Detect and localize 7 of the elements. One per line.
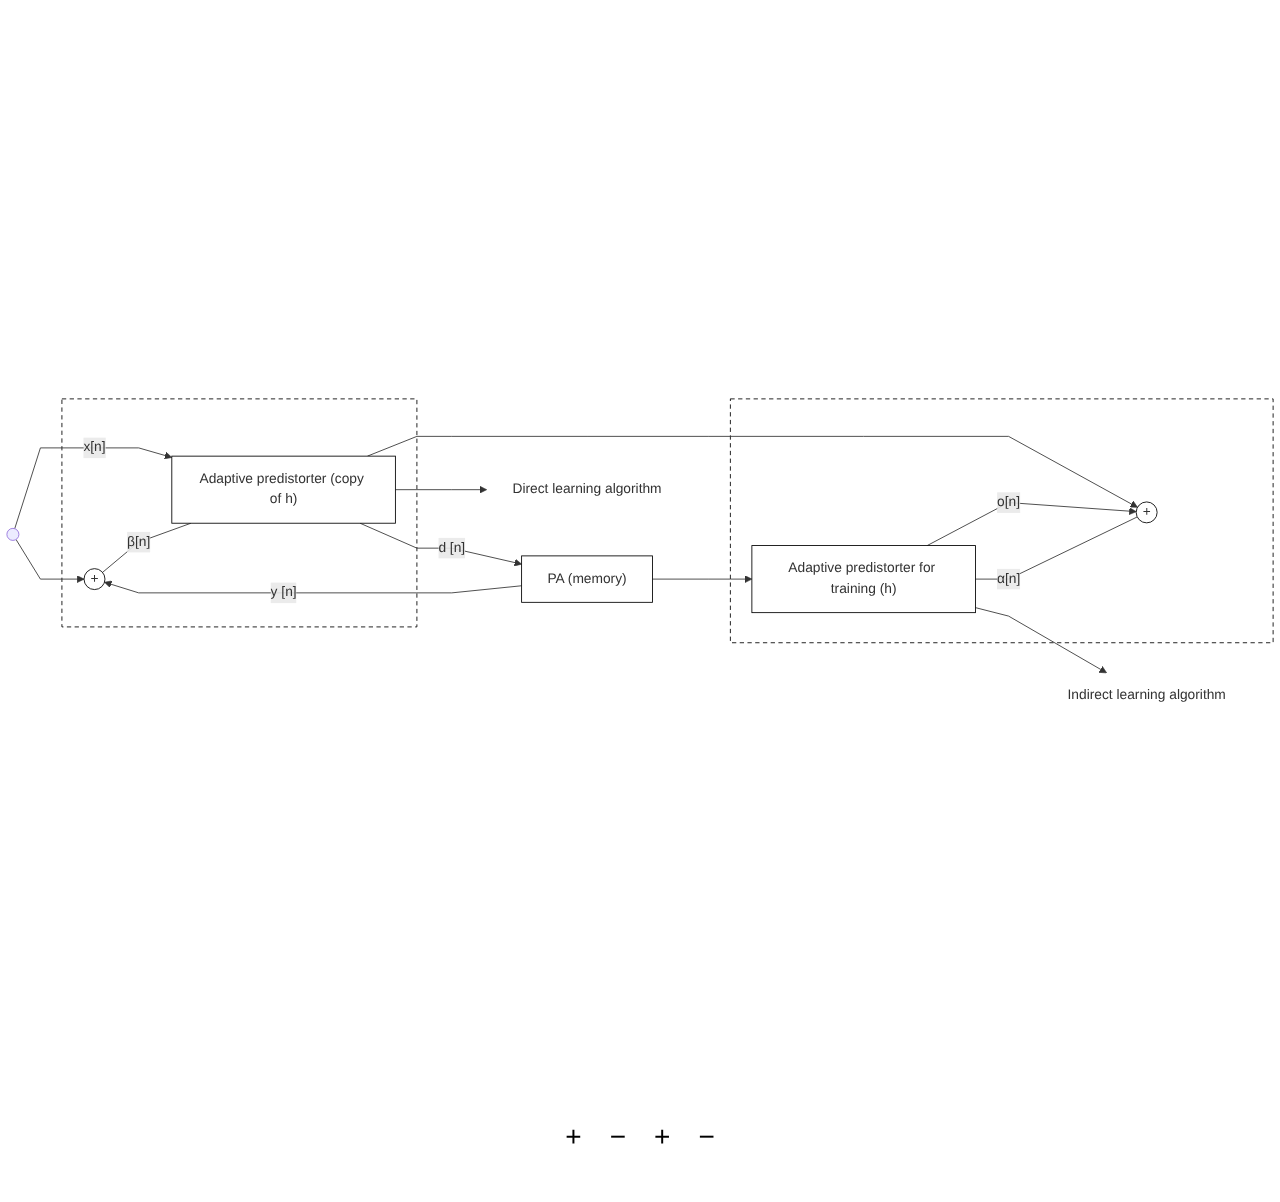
- sign-label: −: [698, 1120, 715, 1152]
- connector: [975, 517, 1138, 581]
- cluster: [729, 399, 1274, 645]
- sign-label: +: [654, 1120, 671, 1152]
- sign-label: +: [565, 1120, 582, 1152]
- sign-label: −: [609, 1120, 626, 1152]
- cluster: [61, 399, 418, 629]
